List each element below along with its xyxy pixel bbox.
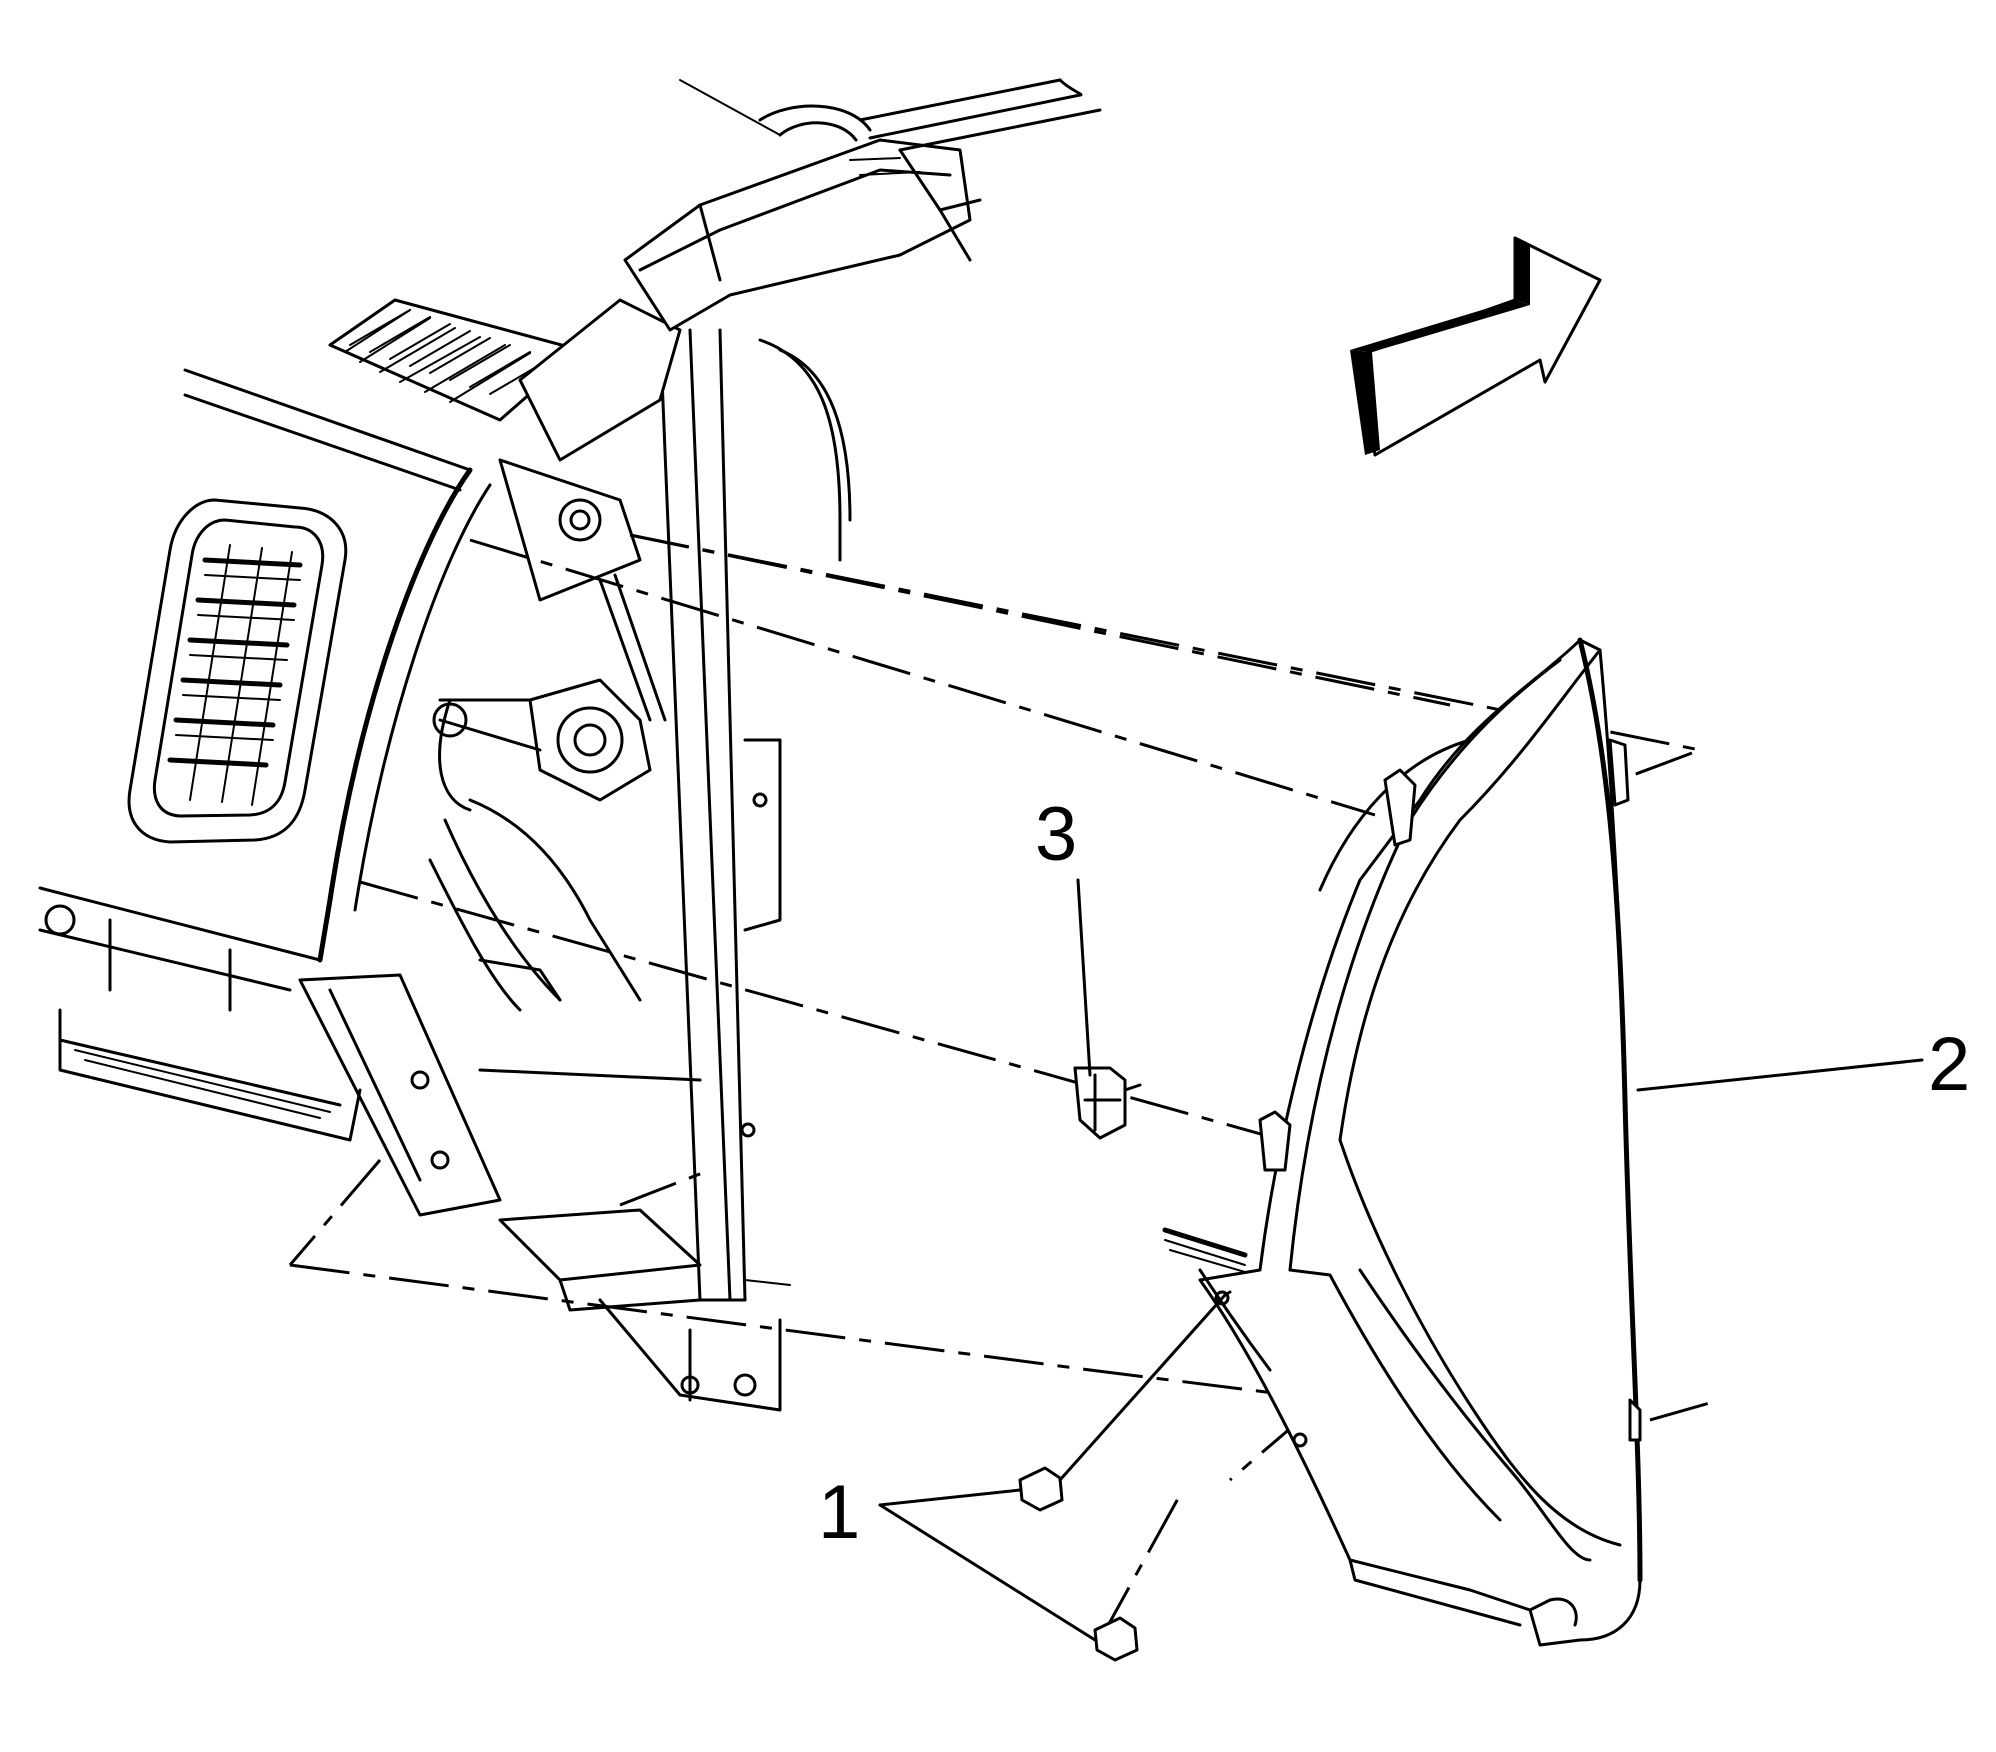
knee-bolster-side-trim-panel: [1162, 637, 1643, 1647]
front-of-vehicle-arrow-icon: [1350, 236, 1602, 457]
side-air-vent: [127, 498, 348, 844]
callout-leaders: [878, 878, 1924, 1642]
upper-column-bracket: [623, 78, 1102, 332]
callout-3-label: 3: [1035, 792, 1077, 877]
dashboard-panel: [38, 298, 582, 1217]
defroster-grille: [328, 298, 582, 422]
center-support-bracket: [428, 298, 852, 1412]
callout-2-label: 2: [1928, 1022, 1970, 1107]
retainer-clip: [1073, 1066, 1142, 1140]
push-pin-fastener-lower: [1093, 1432, 1308, 1662]
callout-1-label: 1: [818, 1470, 860, 1555]
push-pin-fastener-upper: [1018, 1290, 1232, 1512]
